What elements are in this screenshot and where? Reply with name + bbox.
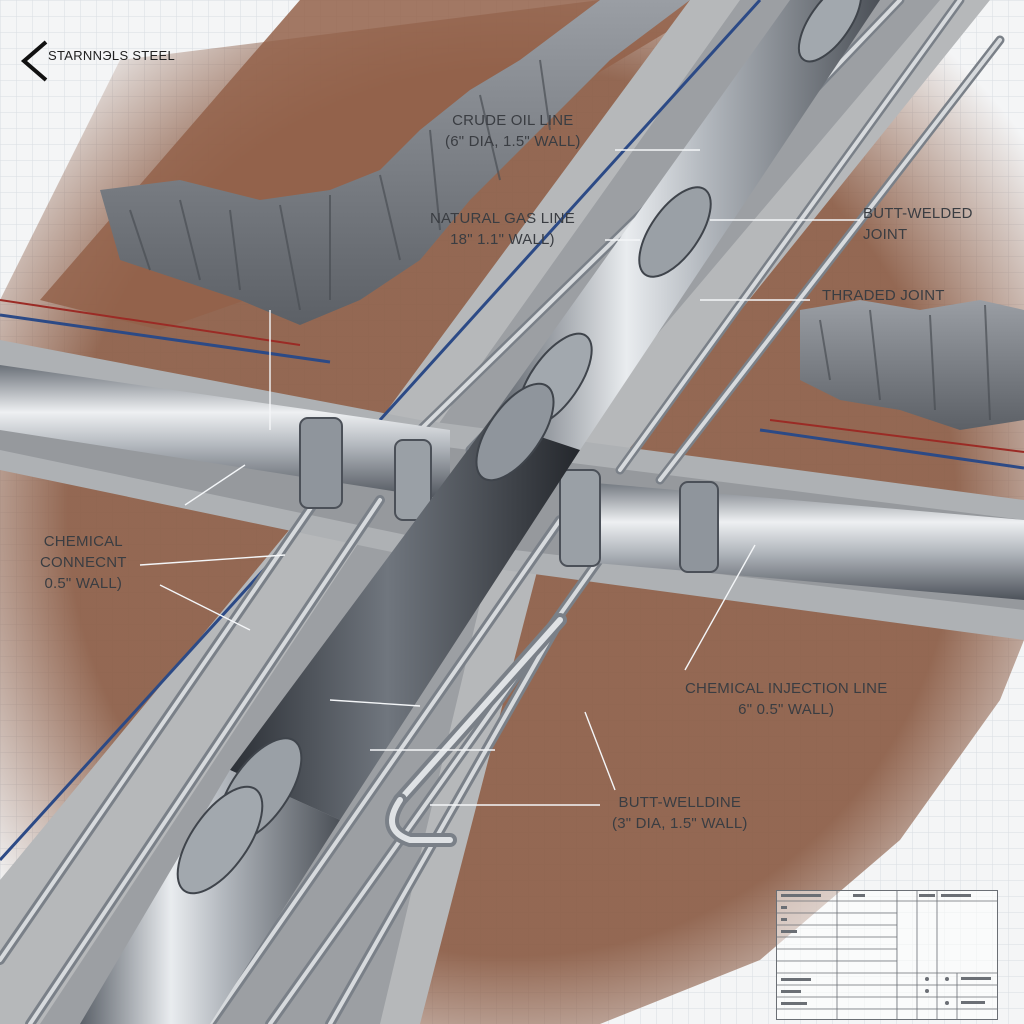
label-crude-oil-title: CRUDE OIL LINE (452, 112, 574, 129)
label-butt-weld-line: BUTT-WELLDINE (3" DIA, 1.5" WALL) (612, 792, 748, 834)
back-button[interactable] (16, 38, 52, 84)
label-chemical-injection-title: CHEMICAL INJECTION LINE (685, 680, 888, 697)
rock-outcrop-right (800, 300, 1024, 430)
chevron-left-icon (20, 40, 48, 82)
main-trunk-pipe (80, 0, 880, 1024)
material-label: STARNNЭLS STEEL (48, 48, 176, 63)
rock-outcrop-left (100, 0, 690, 325)
label-butt-welded-title: BUTT-WELDED (863, 205, 973, 222)
drawing-title-block (776, 890, 998, 1020)
label-chemical-connect-spec: 0.5" WALL) (44, 575, 123, 592)
label-chemical-connect-title: CHEMICAL (43, 533, 123, 550)
label-natural-gas-spec: 18" 1.1" WALL) (450, 231, 555, 248)
label-butt-welded-subtitle: JOINT (863, 226, 908, 243)
label-chemical-connect: CHEMICAL CONNECNT 0.5" WALL) (40, 531, 127, 594)
label-chemical-connect-subtitle: CONNECNT (40, 554, 127, 571)
label-butt-welded-joint: BUTT-WELDED JOINT (863, 203, 973, 245)
label-crude-oil-line: CRUDE OIL LINE (6" DIA, 1.5" WALL) (445, 110, 581, 152)
cross-pipe (0, 365, 1024, 600)
label-crude-oil-spec: (6" DIA, 1.5" WALL) (445, 133, 581, 150)
label-chemical-injection-spec: 6" 0.5" WALL) (738, 701, 835, 718)
label-natural-gas-title: NATURAL GAS LINE (430, 210, 575, 227)
label-threaded-joint: THRADED JOINT (822, 285, 945, 306)
label-butt-weld-line-title: BUTT-WELLDINE (618, 794, 742, 811)
label-threaded-joint-title: THRADED JOINT (822, 287, 945, 304)
title-block-grid (777, 891, 997, 1019)
label-natural-gas-line: NATURAL GAS LINE 18" 1.1" WALL) (430, 208, 575, 250)
leader-lines (139, 149, 860, 806)
label-chemical-injection-line: CHEMICAL INJECTION LINE 6" 0.5" WALL) (685, 678, 887, 720)
label-butt-weld-line-spec: (3" DIA, 1.5" WALL) (612, 815, 748, 832)
cables (0, 0, 1024, 862)
